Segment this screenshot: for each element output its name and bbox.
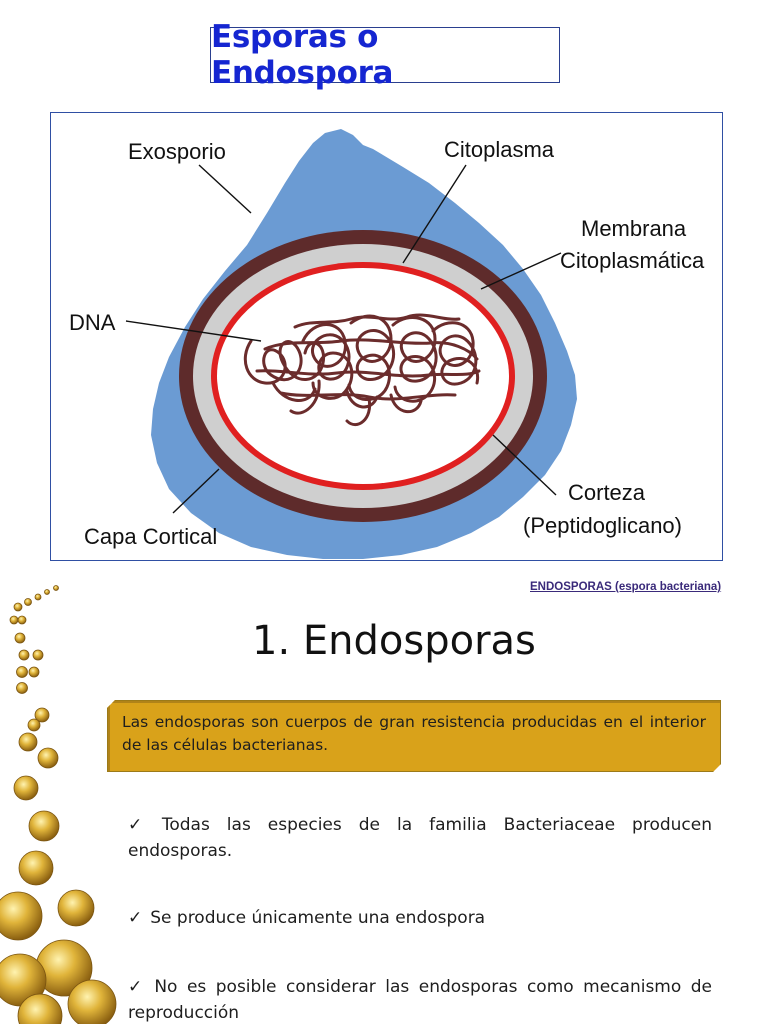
leader-citoplasma: [402, 164, 467, 264]
caption-endosporas: ENDOSPORAS (espora bacteriana): [530, 581, 722, 593]
check-icon: ✓: [128, 977, 147, 997]
label-corteza-line1: Corteza: [568, 480, 646, 505]
section-heading: 1. Endosporas: [252, 618, 536, 664]
bullet-text-2: Se produce únicamente una endospora: [150, 908, 486, 928]
endospore-drawing: [125, 129, 577, 559]
label-corteza-line2: (Peptidoglicano): [523, 513, 682, 538]
definition-note: Las endosporas son cuerpos de gran resis…: [107, 700, 721, 772]
page-title: Esporas o Endospora: [211, 19, 394, 91]
leader-lines: [125, 164, 562, 514]
title-box: Esporas o Endospora: [210, 19, 560, 91]
label-membrana-line2: Citoplasmática: [560, 248, 705, 273]
leader-membrana: [480, 252, 562, 290]
label-citoplasma: Citoplasma: [444, 137, 555, 162]
label-exosporio: Exosporio: [128, 139, 226, 164]
leader-capa-cortical: [172, 468, 220, 514]
bullet-text-1: Todas las especies de la familia Bacteri…: [128, 815, 712, 862]
bullet-item-2: ✓ Se produce únicamente una endospora: [128, 905, 712, 931]
bullet-item-3: ✓No es posible considerar las endosporas…: [128, 974, 712, 1027]
bullet-text-3: No es posible considerar las endosporas …: [128, 977, 713, 1024]
dna-tangle: [243, 313, 481, 427]
check-icon: ✓: [128, 908, 143, 928]
label-capa-cortical: Capa Cortical: [84, 524, 218, 549]
check-icon: ✓: [128, 815, 154, 835]
leader-corteza: [492, 434, 557, 496]
leader-dna: [125, 320, 262, 342]
label-dna: DNA: [69, 310, 116, 335]
bullet-item-1: ✓Todas las especies de la familia Bacter…: [128, 812, 712, 865]
leader-exosporio: [198, 164, 252, 214]
endospore-diagram: Exosporio Citoplasma Membrana Citoplasmá…: [50, 112, 723, 561]
label-membrana-line1: Membrana: [581, 216, 687, 241]
decorative-spores: [0, 585, 117, 1024]
